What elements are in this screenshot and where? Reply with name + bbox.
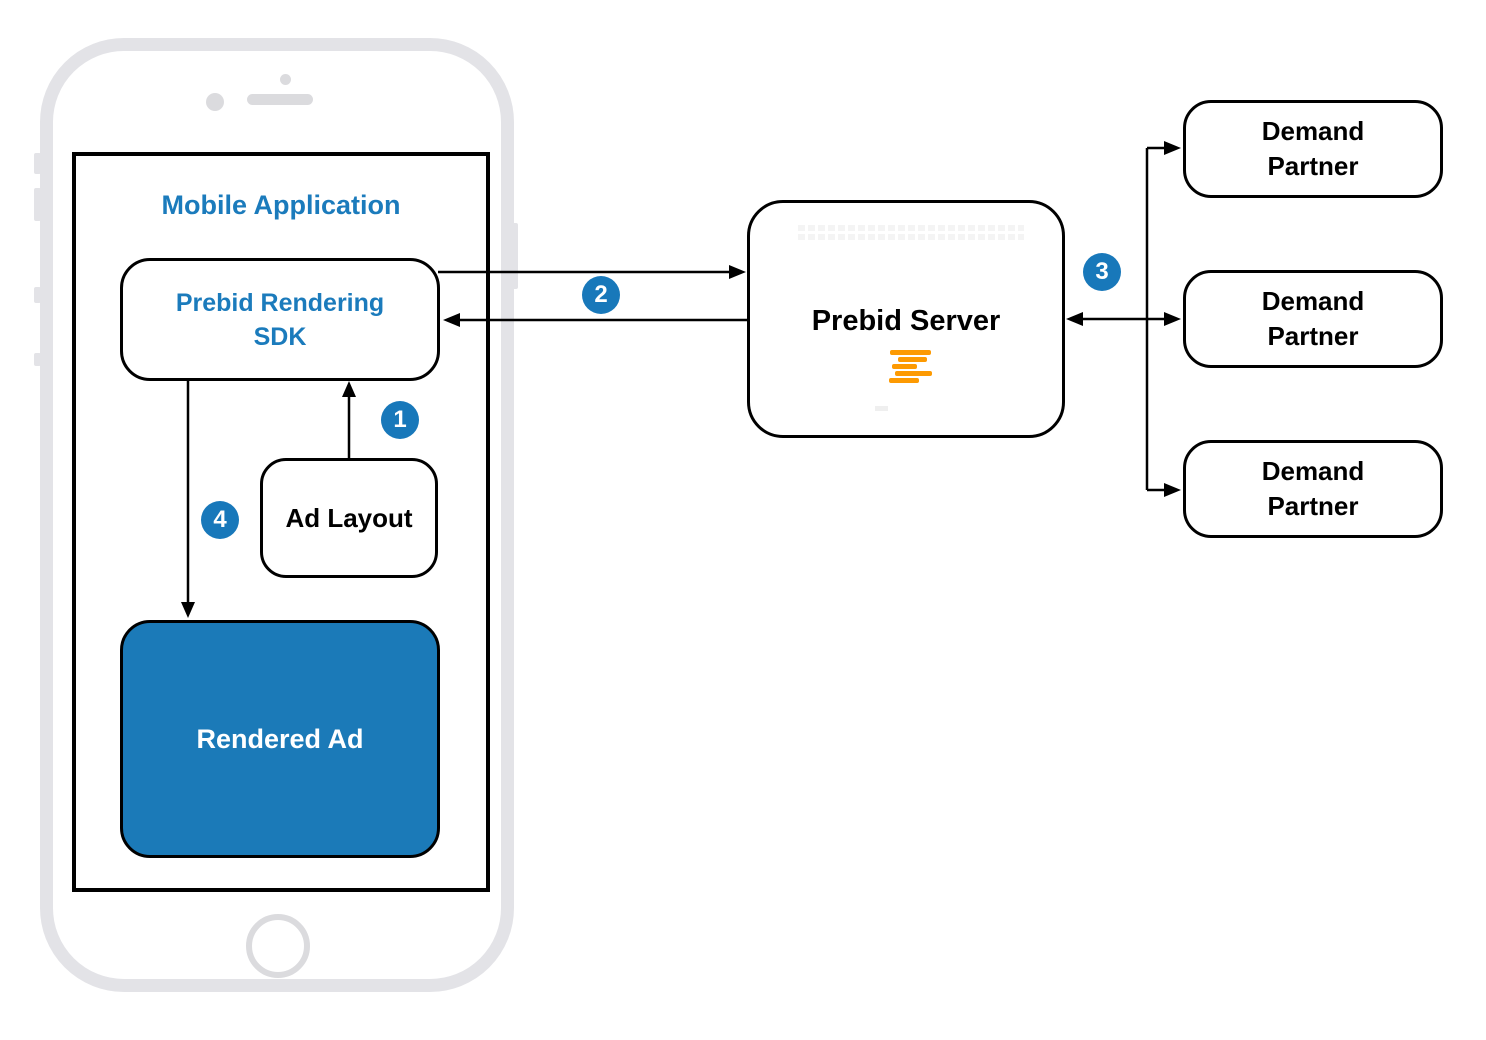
prebid-rendering-sdk-label: Prebid Rendering SDK: [175, 288, 385, 351]
phone-volume-down-button: [34, 287, 41, 303]
phone-volume-up-button: [34, 188, 41, 221]
prebid-rendering-sdk-box: Prebid Rendering SDK: [120, 258, 440, 381]
ad-layout-box: Ad Layout: [260, 458, 438, 578]
mobile-application-box: [72, 152, 490, 892]
step-badge-3: 3: [1083, 253, 1121, 291]
front-camera-icon: [206, 93, 224, 111]
camera-dot-icon: [280, 74, 291, 85]
arrow-step-3: [1066, 141, 1181, 497]
step-badge-1: 1: [381, 401, 419, 439]
phone-power-button: [511, 223, 518, 289]
phone-mute-switch: [34, 153, 41, 174]
step-badge-4: 4: [201, 501, 239, 539]
prebid-server-label: Prebid Server: [811, 305, 1001, 337]
mobile-application-title: Mobile Application: [161, 190, 401, 220]
prebid-server-box: Prebid Server: [747, 200, 1065, 438]
demand-partner-label: Demand Partner: [1261, 116, 1365, 181]
demand-partner-box: Demand Partner: [1183, 440, 1443, 538]
demand-partner-box: Demand Partner: [1183, 270, 1443, 368]
rendered-ad-box: Rendered Ad: [120, 620, 440, 858]
demand-partner-box: Demand Partner: [1183, 100, 1443, 198]
step-badge-2: 2: [582, 276, 620, 314]
demand-partner-label: Demand Partner: [1261, 286, 1365, 351]
phone-side-button: [34, 353, 41, 366]
prebid-lines-icon: [750, 347, 1062, 387]
demand-partner-label: Demand Partner: [1261, 456, 1365, 521]
speaker-slot-icon: [247, 94, 313, 105]
home-button: [246, 914, 310, 978]
server-watermark: [798, 225, 1024, 231]
rendered-ad-label: Rendered Ad: [196, 723, 364, 754]
server-artifact-dash: [875, 406, 888, 411]
ad-layout-label: Ad Layout: [285, 502, 413, 533]
server-watermark: [798, 234, 1024, 240]
